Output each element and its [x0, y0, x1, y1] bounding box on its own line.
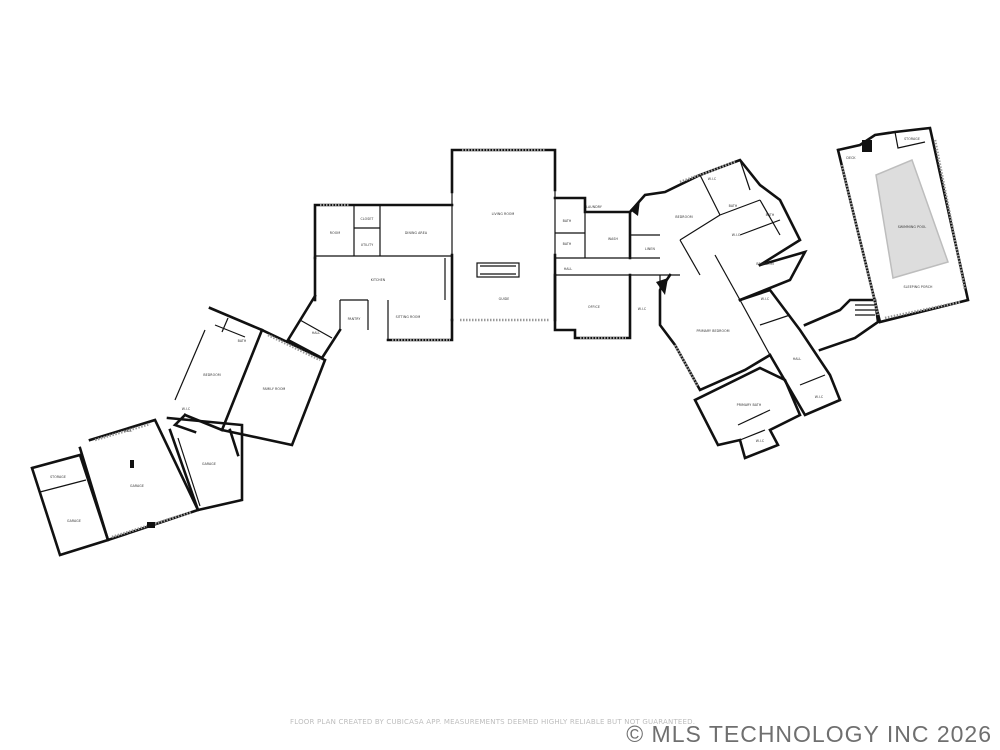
label-hall-mid: HALL — [564, 267, 573, 271]
label-garage-main: GARAGE — [130, 484, 144, 488]
label-hall-east: HALL — [793, 357, 802, 361]
label-wic-e2: W.I.C — [815, 395, 824, 399]
primary-bedroom — [656, 273, 772, 392]
primary-bath — [693, 366, 802, 460]
label-wic-w: W.I.C — [182, 407, 191, 411]
west-hall — [286, 294, 342, 360]
label-wic-mid: W.I.C — [638, 307, 647, 311]
label-office: OFFICE — [588, 305, 600, 309]
label-storage: STORAGE — [904, 137, 920, 141]
label-wic-pb: W.I.C — [756, 439, 765, 443]
label-bedroom-west: BEDROOM — [203, 373, 220, 377]
north-bedroom-block — [628, 158, 802, 276]
label-storage-garage: STORAGE — [50, 475, 66, 479]
label-primary-bath: PRIMARY BATH — [737, 403, 762, 407]
sleeping-porch — [836, 126, 970, 324]
label-garage-east: GARAGE — [202, 462, 216, 466]
label-linen: LINEN — [645, 247, 656, 251]
label-wic-n2: W.I.C — [732, 233, 741, 237]
label-hall-garage: HALL — [124, 429, 133, 433]
west-wing-bedroom — [172, 306, 264, 434]
label-bath-n2: BATH — [766, 213, 775, 217]
label-swimming-pool: SWIMMING POOL — [898, 225, 927, 229]
garage-west — [30, 453, 110, 557]
label-bath-n: BATH — [729, 204, 738, 208]
living-room-area — [450, 148, 557, 322]
garage-east — [166, 416, 244, 512]
label-living-room: LIVING ROOM — [492, 212, 515, 216]
copyright-watermark: © MLS TECHNOLOGY INC 2026 — [626, 721, 992, 747]
dining-area-block — [313, 203, 454, 260]
label-primary-bedroom: PRIMARY BEDROOM — [696, 329, 729, 333]
label-laundry: LAUNDRY — [586, 205, 602, 209]
floor-plan-credit: FLOOR PLAN CREATED BY CUBICASA APP. MEAS… — [290, 718, 696, 726]
label-closet: CLOSET — [361, 217, 374, 221]
label-utility: UTILITY — [361, 243, 374, 247]
label-kitchen: KITCHEN — [371, 278, 386, 282]
east-hall-block — [738, 288, 842, 417]
label-garage-west: GARAGE — [67, 519, 81, 523]
label-dining-area: DINING AREA — [405, 231, 428, 235]
label-wic-e1: W.I.C — [761, 297, 770, 301]
deck-block — [803, 298, 880, 352]
label-deck-small: DECK — [846, 156, 856, 160]
room-labels: LIVING ROOM KITCHEN SITTING ROOM DINING … — [50, 137, 933, 523]
label-bath-w: BATH — [238, 339, 247, 343]
label-sleeping-porch: SLEEPING PORCH — [903, 285, 933, 289]
kitchen-sitting-block — [313, 256, 454, 342]
label-room: ROOM — [330, 231, 341, 235]
label-bedroom-east: BEDROOM — [756, 262, 773, 266]
label-bedroom-north: BEDROOM — [675, 215, 692, 219]
label-wic-n1: W.I.C — [708, 177, 717, 181]
garage-main — [78, 418, 200, 542]
label-sitting-room: SITTING ROOM — [396, 315, 421, 319]
label-wash: WASH — [608, 237, 618, 241]
east-bedroom — [714, 249, 808, 302]
label-bath-2: BATH — [563, 242, 572, 246]
label-hall-west: HALL — [312, 331, 321, 335]
family-room — [220, 328, 327, 447]
label-pantry: PANTRY — [348, 317, 361, 321]
label-family-room: FAMILY ROOM — [263, 387, 286, 391]
label-guide: GUIDE — [499, 297, 510, 301]
label-bath-1: BATH — [563, 219, 572, 223]
